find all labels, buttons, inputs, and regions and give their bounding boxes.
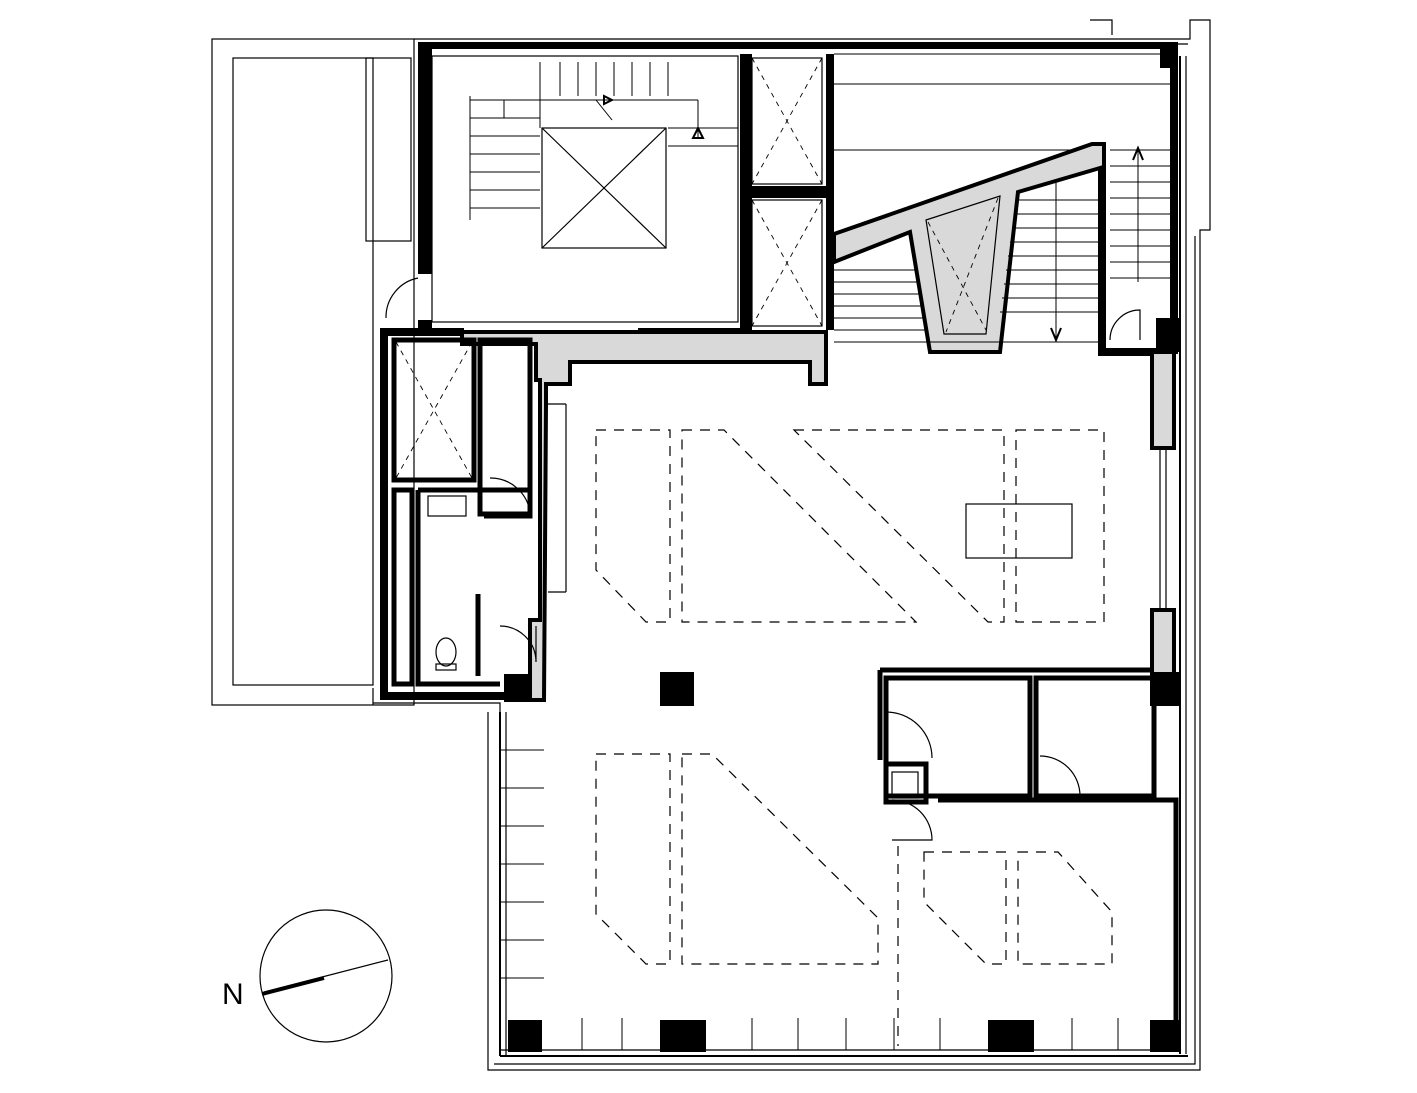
wc-block bbox=[385, 277, 537, 687]
north-compass bbox=[259, 909, 393, 1043]
core-wall bbox=[380, 320, 828, 702]
elevator-shafts bbox=[751, 57, 823, 327]
facade-glazing bbox=[499, 712, 1188, 1057]
feature-stair bbox=[832, 53, 1170, 356]
southeast-rooms bbox=[877, 667, 1179, 1050]
building-perimeter bbox=[414, 19, 1211, 1071]
west-terrace bbox=[211, 38, 501, 712]
ceiling-outlines bbox=[548, 403, 1113, 1046]
main-stair bbox=[431, 55, 739, 323]
columns bbox=[508, 672, 1180, 1052]
north-label: N bbox=[222, 978, 244, 1011]
east-wall bbox=[1150, 56, 1187, 1054]
